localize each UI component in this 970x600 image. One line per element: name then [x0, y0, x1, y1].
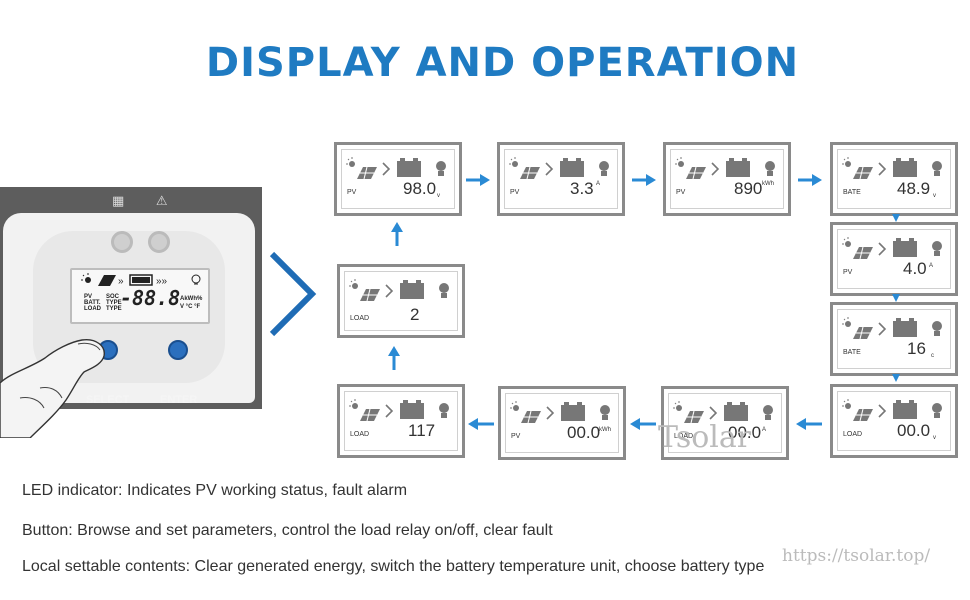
display-screen: PV 98.0 v: [334, 142, 462, 216]
display-screen: PV 4.0 A: [830, 222, 958, 296]
display-screen: LOAD 117: [337, 384, 465, 458]
arrow-down-icon: [892, 214, 900, 222]
arrow-right-icon: [798, 174, 822, 186]
page-title: DISPLAY AND OPERATION: [205, 40, 800, 86]
lcd-mid-text: SOC TYPE TYPE: [106, 294, 122, 312]
lcd-left-text: PV BATT. LOAD: [84, 294, 101, 312]
lcd-units: AkWh%: [180, 296, 203, 302]
caption-settable: Local settable contents: Clear generated…: [22, 558, 765, 575]
display-screen: PV 00.0 kWh: [498, 386, 626, 460]
display-screen: BATE 16 c: [830, 302, 958, 376]
hand-illustration: [0, 339, 105, 438]
enter-button[interactable]: [168, 340, 188, 360]
brand-watermark: Tsolar: [658, 420, 752, 455]
display-screen: PV 3.3 A: [497, 142, 625, 216]
status-icons: [508, 155, 620, 183]
device-top-icons: ▦ ⚠: [112, 193, 196, 209]
status-icons: [348, 277, 460, 305]
controller-device: ▦ ⚠ SELECT ENTER: [0, 187, 262, 409]
arrow-left-icon: [468, 418, 494, 430]
chevrons-icon: »: [118, 276, 124, 287]
warning-icon: ⚠: [155, 193, 168, 208]
status-icons: [509, 399, 621, 427]
url-watermark: https://tsolar.top/: [782, 546, 931, 566]
device-lcd: » »» PV BATT. LOAD SOC TYPE TYPE -88.8 A…: [70, 268, 210, 324]
status-icons: [841, 315, 953, 343]
select-label: SELECT: [86, 394, 130, 406]
arrow-up-icon: [388, 346, 400, 370]
solar-panel-icon: ▦: [112, 193, 125, 208]
arrow-left-icon: [796, 418, 822, 430]
status-icons: [841, 235, 953, 263]
svg-text:»: »: [118, 276, 124, 287]
arrow-down-icon: [892, 374, 900, 382]
lcd-temp-units: V °C °F: [180, 304, 201, 310]
status-icons: [345, 155, 457, 183]
solar-panel-icon: [98, 275, 116, 286]
arrow-right-icon: [632, 174, 656, 186]
display-screen: PV 890 kWh: [663, 142, 791, 216]
display-screen: LOAD 00.0 A: [661, 386, 789, 460]
caption-button: Button: Browse and set parameters, contr…: [22, 522, 553, 539]
chevron-right-icon: [269, 251, 317, 337]
arrow-left-icon: [630, 418, 656, 430]
terminal-knob: [111, 231, 133, 253]
arrow-down-icon: [892, 294, 900, 302]
lcd-icons: » »»: [81, 273, 201, 287]
svg-text:»»: »»: [156, 276, 168, 287]
bulb-icon: [191, 274, 201, 285]
enter-label: ENTER: [160, 394, 198, 406]
arrow-up-icon: [391, 222, 403, 246]
terminal-knob: [148, 231, 170, 253]
display-screen: LOAD 00.0 v: [830, 384, 958, 458]
sun-icon: [81, 273, 91, 283]
status-icons: [674, 155, 786, 183]
display-screen: LOAD 2: [337, 264, 465, 338]
status-icons: [348, 397, 460, 425]
arrow-right-icon: [466, 174, 490, 186]
display-screen: BATE 48.9 v: [830, 142, 958, 216]
caption-led: LED indicator: Indicates PV working stat…: [22, 482, 408, 499]
battery-icon: [129, 274, 153, 286]
lcd-value: -88.8: [120, 286, 181, 310]
chevrons-icon: »»: [156, 276, 168, 287]
